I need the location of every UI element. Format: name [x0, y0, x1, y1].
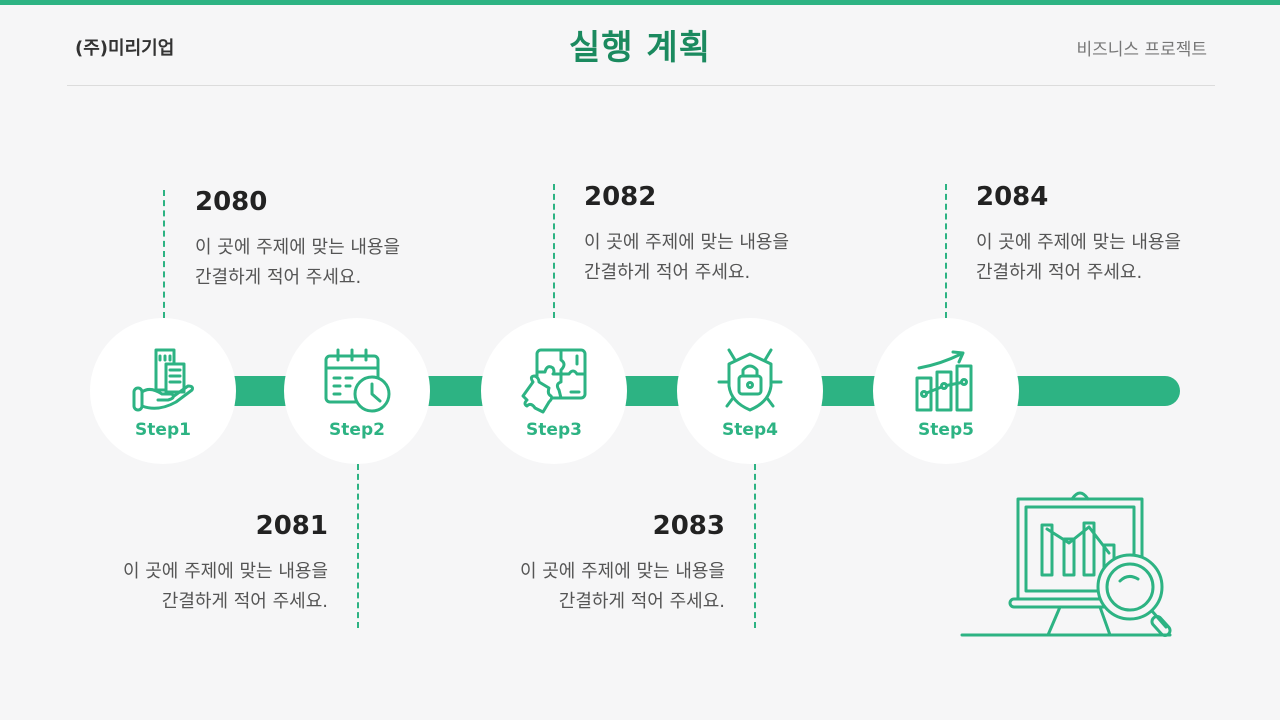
connector-step1: [163, 190, 165, 318]
connector-step3: [553, 184, 555, 318]
step-5[interactable]: Step5: [873, 318, 1019, 464]
desc-line: 이 곳에 주제에 맞는 내용을: [519, 561, 725, 582]
page-title: 실행 계획: [569, 28, 711, 68]
calendar-clock-icon: [324, 348, 391, 413]
step-4[interactable]: Step4: [677, 318, 823, 464]
connector-step4: [754, 464, 756, 628]
step-label: Step5: [918, 420, 974, 440]
step-4-year: 2083: [652, 511, 725, 541]
step-1-year: 2080: [195, 187, 268, 217]
presentation-board-magnifier-icon: [960, 491, 1172, 637]
top-accent-bar: [0, 0, 1280, 5]
step-5-desc: 이 곳에 주제에 맞는 내용을 간결하게 적어 주세요.: [976, 228, 1181, 288]
desc-line: 간결하게 적어 주세요.: [976, 262, 1143, 283]
desc-line: 간결하게 적어 주세요.: [195, 267, 362, 288]
desc-line: 이 곳에 주제에 맞는 내용을: [122, 561, 328, 582]
step-1-desc: 이 곳에 주제에 맞는 내용을 간결하게 적어 주세요.: [195, 233, 400, 293]
step-2-desc: 이 곳에 주제에 맞는 내용을 간결하게 적어 주세요.: [123, 557, 328, 617]
step-label: Step2: [329, 420, 385, 440]
growth-chart-icon: [915, 350, 973, 412]
connector-step2: [357, 464, 359, 628]
desc-line: 이 곳에 주제에 맞는 내용을: [976, 232, 1182, 253]
step-label: Step3: [526, 420, 582, 440]
company-name: (주)미리기업: [75, 38, 175, 59]
desc-line: 간결하게 적어 주세요.: [584, 262, 751, 283]
desc-line: 간결하게 적어 주세요.: [161, 591, 328, 612]
step-3[interactable]: Step3: [481, 318, 627, 464]
shield-lock-icon: [717, 348, 783, 412]
step-2-year: 2081: [255, 511, 328, 541]
step-5-year: 2084: [976, 182, 1049, 212]
step-label: Step4: [722, 420, 778, 440]
step-3-desc: 이 곳에 주제에 맞는 내용을 간결하게 적어 주세요.: [584, 228, 789, 288]
puzzle-icon: [521, 348, 587, 414]
step-4-desc: 이 곳에 주제에 맞는 내용을 간결하게 적어 주세요.: [520, 557, 725, 617]
header-divider: [67, 85, 1215, 86]
page-subtitle: 비즈니스 프로젝트: [1076, 40, 1207, 60]
building-in-hand-icon: [132, 348, 194, 412]
step-label: Step1: [135, 420, 191, 440]
desc-line: 이 곳에 주제에 맞는 내용을: [584, 232, 790, 253]
step-1[interactable]: Step1: [90, 318, 236, 464]
connector-step5: [945, 184, 947, 318]
step-2[interactable]: Step2: [284, 318, 430, 464]
step-3-year: 2082: [584, 182, 657, 212]
desc-line: 간결하게 적어 주세요.: [558, 591, 725, 612]
desc-line: 이 곳에 주제에 맞는 내용을: [195, 237, 401, 258]
